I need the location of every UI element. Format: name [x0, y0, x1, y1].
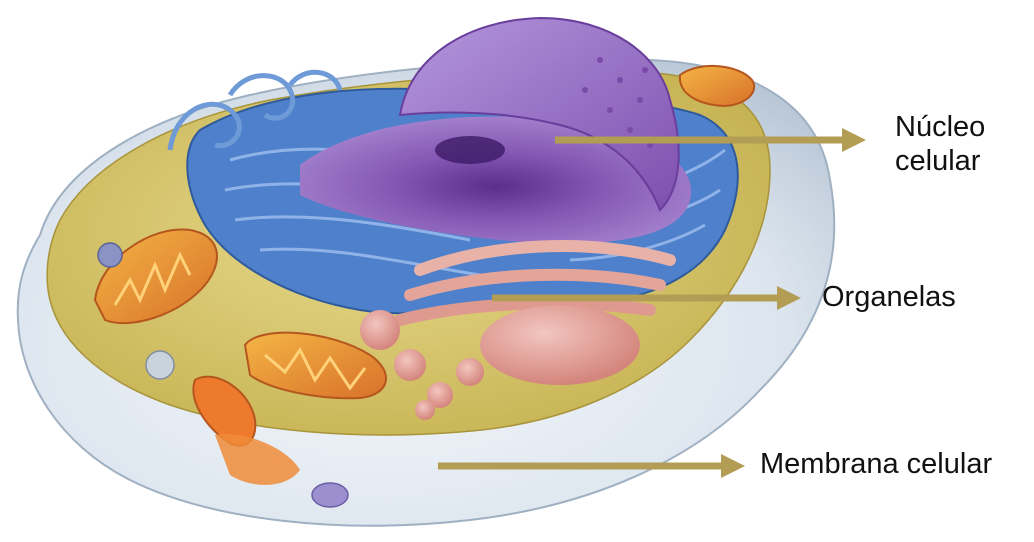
label-nucleus: Núcleo celular — [895, 110, 985, 178]
membrane-vesicle — [312, 483, 348, 507]
lysosome — [98, 243, 122, 267]
nucleolus — [435, 136, 505, 164]
label-nucleus-line1: Núcleo — [895, 110, 985, 144]
label-nucleus-line2: celular — [895, 144, 985, 178]
label-membrane: Membrana celular — [760, 447, 992, 481]
label-organelles: Organelas — [822, 280, 956, 314]
vacuole — [146, 351, 174, 379]
